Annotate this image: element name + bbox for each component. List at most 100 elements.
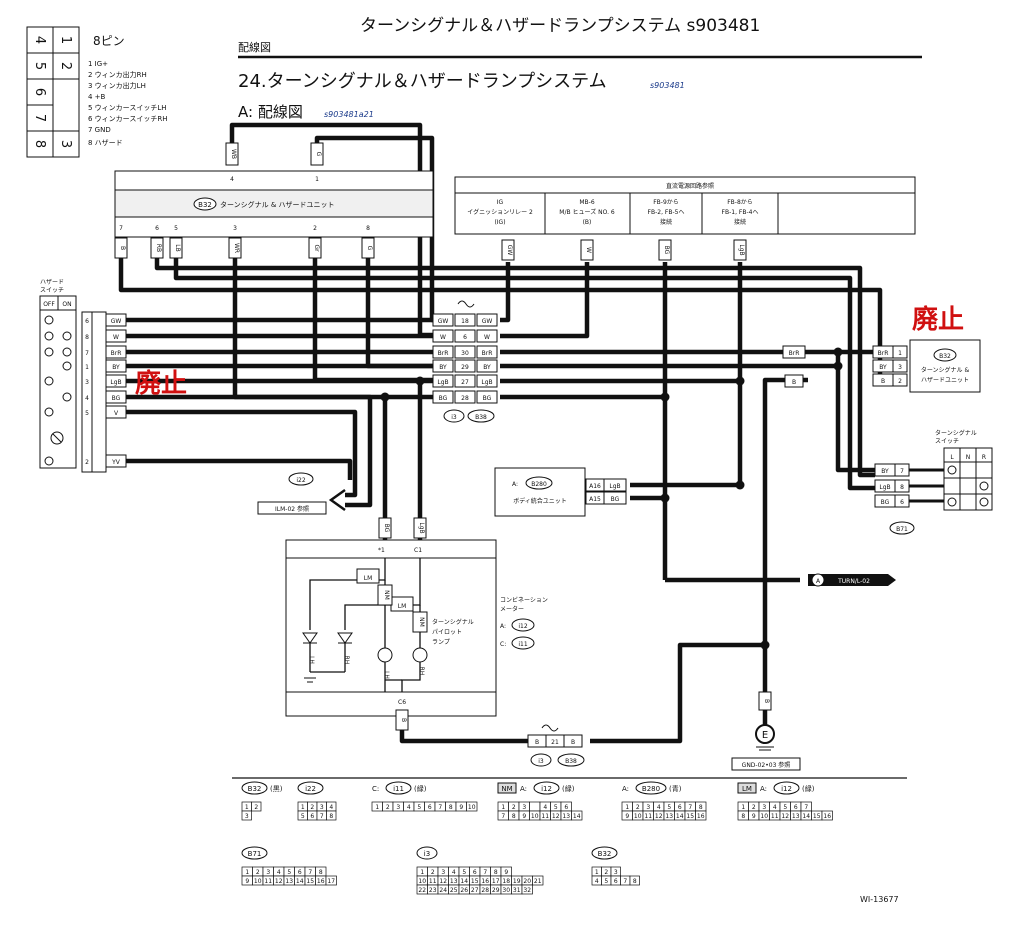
svg-text:LB: LB xyxy=(174,244,181,251)
connector-ref-pin: 19 xyxy=(513,878,521,885)
wire-gw-power xyxy=(500,262,511,323)
svg-text:YV: YV xyxy=(111,459,121,466)
connector-ref-pin: 10 xyxy=(254,878,262,885)
svg-text:4 +B: 4 +B xyxy=(88,93,106,101)
connector-ref-pin: 12 xyxy=(781,813,789,820)
connector-ref-pin: 2 xyxy=(752,804,756,811)
connector-ref-cell xyxy=(532,875,544,886)
connector-ref-pin: 10 xyxy=(634,813,642,820)
svg-text:2: 2 xyxy=(85,459,89,466)
legend-header: 8ピン xyxy=(93,34,125,48)
connector-ref-pin: 9 xyxy=(752,813,756,820)
svg-text:B38: B38 xyxy=(565,758,577,765)
ilm-reference: ILM-02 参照 xyxy=(275,505,309,513)
connector-ref-pin: 2 xyxy=(386,804,390,811)
connector-ref-pin: 25 xyxy=(450,887,458,894)
connector-ref-pin: 14 xyxy=(802,813,810,820)
svg-text:6: 6 xyxy=(155,225,159,232)
connector-ref-pin: 15 xyxy=(686,813,694,820)
svg-text:LgB: LgB xyxy=(879,484,890,491)
svg-text:3: 3 xyxy=(233,225,237,232)
combination-meter: *1 C1 BG LgB LM LM NM NM LH RH LH RH ターン… xyxy=(285,517,497,731)
svg-text:LM: LM xyxy=(364,575,373,582)
connector-ref-label: i12 xyxy=(781,785,792,793)
section-title: 24.ターンシグナル＆ハザードランプシステム xyxy=(238,71,607,92)
svg-text:RB: RB xyxy=(155,244,162,252)
connector-ref-pin: 4 xyxy=(452,869,456,876)
svg-text:B: B xyxy=(535,739,539,746)
svg-text:WB: WB xyxy=(230,149,237,159)
svg-text:2: 2 xyxy=(58,62,73,70)
connector-ref-pin: 3 xyxy=(320,804,324,811)
svg-text:BY: BY xyxy=(439,364,447,371)
svg-text:8: 8 xyxy=(366,225,370,232)
connector-ref-pin: 28 xyxy=(481,887,489,894)
svg-text:3: 3 xyxy=(58,140,73,148)
connector-ref-pin: 3 xyxy=(441,869,445,876)
connector-ref-pin: 14 xyxy=(676,813,684,820)
connector-ref-cell xyxy=(325,875,337,886)
svg-text:GW: GW xyxy=(111,318,122,325)
svg-text:21: 21 xyxy=(551,739,559,746)
connector-ref-pin: 23 xyxy=(429,887,437,894)
connector-ref-pin: 2 xyxy=(256,869,260,876)
svg-text:BG: BG xyxy=(881,499,890,506)
svg-text:C:: C: xyxy=(500,641,506,648)
svg-text:G: G xyxy=(366,246,373,251)
connector-ref-pin: 3 xyxy=(396,804,400,811)
connector-ref-pin: 24 xyxy=(439,887,447,894)
svg-text:N: N xyxy=(966,454,971,461)
connector-ref-pin: 8 xyxy=(449,804,453,811)
connector-ref-prefix: C: xyxy=(372,785,379,793)
connector-ref-pin: 4 xyxy=(277,869,281,876)
svg-text:GW: GW xyxy=(506,245,513,256)
svg-text:5: 5 xyxy=(85,410,89,417)
svg-text:2 ウィンカ出力RH: 2 ウィンカ出力RH xyxy=(88,70,147,79)
connector-ref-pin: 1 xyxy=(420,869,424,876)
section-code: s903481 xyxy=(650,81,685,90)
connector-ref-pin: 32 xyxy=(523,887,531,894)
svg-text:B: B xyxy=(571,739,575,746)
svg-text:1: 1 xyxy=(58,36,73,44)
svg-text:接続: 接続 xyxy=(660,218,672,226)
svg-text:BG: BG xyxy=(112,395,121,402)
svg-text:ボディ統合ユニット: ボディ統合ユニット xyxy=(513,497,567,505)
svg-text:7: 7 xyxy=(119,225,123,232)
connector-ref-pin: 29 xyxy=(492,887,500,894)
svg-text:FB-2, FB-5へ: FB-2, FB-5へ xyxy=(648,209,685,216)
wire-by-switch xyxy=(835,366,875,473)
connector-ref-pin: 4 xyxy=(407,804,411,811)
wire-bg-right xyxy=(500,262,668,400)
connector-ref-pin: 7 xyxy=(438,804,442,811)
svg-text:LgB: LgB xyxy=(437,379,448,386)
svg-text:A:: A: xyxy=(512,481,518,488)
svg-text:BG: BG xyxy=(611,496,620,503)
svg-text:L: L xyxy=(950,454,954,461)
svg-text:直流電源回路参照: 直流電源回路参照 xyxy=(666,182,714,190)
connector-ref-pin: 13 xyxy=(562,813,570,820)
svg-text:W: W xyxy=(113,334,119,341)
wire-hz-v xyxy=(106,409,358,498)
svg-text:27: 27 xyxy=(461,379,469,386)
pin-legend: 4 5 6 7 8 1 2 3 8ピン 1 IG+ 2 ウィンカ出力RH 3 ウ… xyxy=(26,26,167,158)
subsection-title: A: 配線図 xyxy=(238,103,303,121)
connector-ref-pin: 8 xyxy=(319,869,323,876)
svg-text:C1: C1 xyxy=(414,547,422,554)
connector-ref-pin: 5 xyxy=(301,813,305,820)
connector-ref-cell xyxy=(629,875,640,886)
wire-lb xyxy=(173,255,875,491)
connector-ref-pin: 12 xyxy=(275,878,283,885)
meter-description: コンビネーション メーター A: i12 C: i11 xyxy=(500,596,548,650)
connector-ref-pin: 31 xyxy=(513,887,521,894)
connector-ref-pin: 16 xyxy=(823,813,831,820)
ground: B E GND-02•03 参照 xyxy=(731,691,801,771)
connector-ref-pin: 5 xyxy=(417,804,421,811)
connector-ref-cell xyxy=(821,810,833,821)
svg-text:WR: WR xyxy=(233,243,240,253)
